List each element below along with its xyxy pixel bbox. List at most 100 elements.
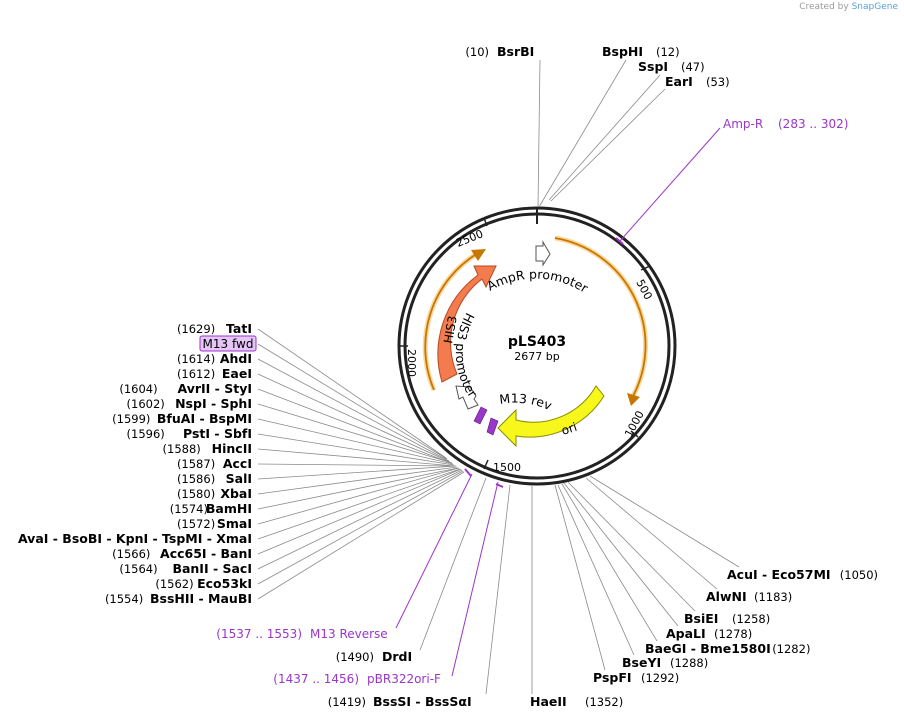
leader-baegi-bme1580i: [561, 483, 658, 642]
site-smai-names: SmaI: [217, 516, 252, 531]
m13-reverse-range: (1537 .. 1553): [216, 627, 302, 641]
site-bseyi-pos: (1288): [670, 656, 708, 670]
his3-label: HIS3: [441, 315, 460, 345]
site-sali-pos: (1586): [177, 472, 215, 486]
pbr322ori-name: pBR322ori-F: [367, 672, 441, 686]
site-acui-eco57mi-pos: (1050): [840, 568, 878, 582]
leader-bsssi: [485, 484, 511, 695]
leader-bsrbi: [537, 59, 541, 208]
leader-bfuai-bspmi: [257, 418, 454, 465]
site-nspi-sphi-pos: (1602): [127, 397, 165, 411]
leader-eaei: [257, 373, 451, 463]
tick-mark-1500: [483, 459, 489, 470]
site-psti-sbfi-names: PstI - SbfI: [183, 426, 252, 441]
site-sspi-name: SspI: [638, 59, 668, 74]
leader-hincii: [257, 448, 456, 467]
site-hincii-pos: (1588): [163, 442, 201, 456]
site-bsiei-names: BsiEI: [684, 611, 718, 626]
leader-bsiei: [567, 481, 696, 612]
leader-bamhi: [257, 467, 459, 510]
drdi-name: DrdI: [382, 649, 412, 664]
leader-alwni: [585, 477, 718, 590]
his3-orange-arc-head: [471, 249, 486, 261]
site-alwni-pos: (1183): [754, 590, 792, 604]
leader-sali: [257, 465, 457, 480]
leader-bsphi: [538, 59, 627, 208]
leader-drdi: [419, 477, 487, 651]
leader-nspi-sphi: [257, 403, 453, 464]
ori-arrow: [497, 385, 605, 448]
site-baegi-bme1580i-pos: (1282): [772, 642, 810, 656]
site-bsshii-maubi-pos: (1554): [105, 592, 143, 606]
site-nspi-sphi-names: NspI - SphI: [175, 396, 252, 411]
credit-prefix: Created by: [799, 2, 849, 12]
site-baegi-bme1580i-names: BaeGI - Bme1580I: [645, 641, 771, 656]
site-acci-names: AccI: [223, 456, 252, 471]
site-bsiei-pos: (1258): [732, 612, 770, 626]
credit-brand: SnapGene: [851, 2, 898, 12]
site-acc65i-bani-names: Acc65I - BanI: [160, 546, 252, 561]
leader-bsshii-maubi: [257, 471, 465, 600]
m13-rev-marker-b: [486, 417, 499, 436]
site-avrii-styi-pos: (1604): [119, 382, 157, 396]
amp-r-label-range: (283 .. 302): [778, 117, 848, 131]
site-alwni-names: AlwNI: [706, 589, 747, 604]
leader-xbai: [257, 466, 458, 495]
site-eco53ki-pos: (1562): [155, 577, 193, 591]
leader-m13-reverse: [395, 473, 473, 629]
m13-rev-label: M13 rev: [499, 391, 555, 414]
leader-psti-sbfi: [257, 433, 455, 466]
ampr-promoter-label: AmpR promoter: [484, 267, 591, 297]
leader-banii-saci: [257, 469, 463, 570]
site-sspi-pos: (47): [681, 60, 705, 74]
site-bamhi-pos: (1574): [170, 502, 208, 516]
leader-apali: [563, 482, 679, 627]
site-eaei-pos: (1612): [177, 367, 215, 381]
site-ahdi-pos: (1614): [177, 352, 215, 366]
site-smai-pos: (1572): [177, 517, 215, 531]
leader-sspi: [548, 74, 661, 201]
site-bsrbi-name: BsrBI: [497, 44, 534, 59]
site-apali-names: ApaLI: [666, 626, 706, 641]
leader-smai: [257, 467, 460, 525]
site-hincii-names: HincII: [212, 441, 252, 456]
his3-orange-arc-line: [424, 252, 479, 391]
right-site-labels: AcuI - Eco57MI (1050) AlwNI (1183) BsiEI (125…: [554, 475, 878, 685]
leader-m13-fwd: [257, 343, 448, 460]
site-eco53ki-names: Eco53kI: [197, 576, 252, 591]
site-eaei-names: EaeI: [222, 366, 252, 381]
leader-tati: [257, 328, 447, 459]
leader-acui-eco57mi: [589, 475, 740, 568]
his3-arrow: [437, 265, 497, 383]
site-banii-saci-pos: (1564): [119, 562, 157, 576]
site-bfuai-bspmi-names: BfuAI - BspMI: [157, 411, 252, 426]
site-acci-pos: (1587): [177, 457, 215, 471]
amp-r-label-name: Amp-R: [723, 117, 763, 131]
site-xbai-names: XbaI: [220, 486, 252, 501]
site-bsshii-maubi-names: BssHII - MauBI: [150, 591, 252, 606]
leader-pspfi: [554, 484, 606, 671]
leader-acc65i-bani: [257, 468, 462, 555]
snapgene-credit: Created by SnapGene: [799, 2, 898, 12]
plasmid-name: pLS403: [508, 334, 566, 350]
site-tati-names: TatI: [226, 321, 252, 336]
leader-eco53ki: [257, 470, 464, 585]
leader-bseyi: [557, 484, 635, 656]
site-tati-pos: (1629): [177, 322, 215, 336]
site-xbai-pos: (1580): [177, 487, 215, 501]
m13-fwd-box: [199, 335, 257, 352]
tick-label-1500: 1500: [493, 461, 521, 474]
m13-rev-marker-a: [473, 406, 488, 425]
leader-acci: [257, 463, 456, 467]
site-pspfi-names: PspFI: [593, 670, 632, 685]
leader-avrii-styi: [257, 388, 452, 464]
site-apali-pos: (1278): [714, 627, 752, 641]
site-banii-saci-names: BanII - SacI: [172, 561, 252, 576]
left-site-labels: TatI(1629)M13 fwdAhdI(1614)EaeI(1612)Avr…: [18, 321, 465, 606]
haeii-pos: (1352): [585, 695, 623, 709]
site-acui-eco57mi-names: AcuI - Eco57MI: [727, 567, 831, 582]
leader-avai-bsobi-kpni-tspmi-xmai: [257, 468, 461, 540]
m13-reverse-name: M13 Reverse: [310, 627, 388, 641]
m13-fwd-label: M13 fwd: [203, 337, 254, 351]
ampr-arc: [554, 235, 648, 400]
